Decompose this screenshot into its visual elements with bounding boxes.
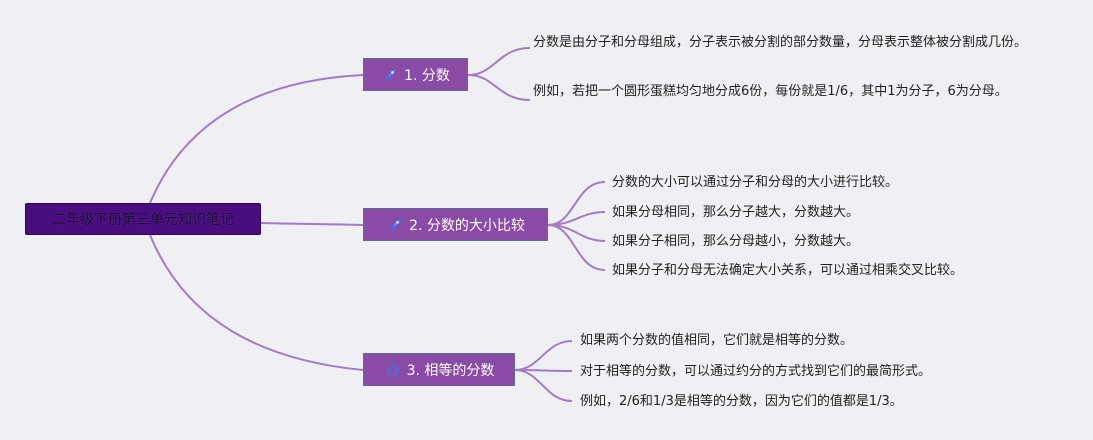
topic-node-3[interactable]: 3. 相等的分数 [363,353,515,386]
leaf-node-2-3[interactable]: 如果分子相同，那么分母越小，分数越大。 [612,234,860,249]
connector-topic-2-leaf-4 [547,224,606,271]
connector-topic-3-leaf-3 [514,369,573,402]
connector-topic-3-leaf-1 [514,340,573,371]
topic-node-3-label: 3. 相等的分数 [406,362,495,379]
leaf-node-3-3[interactable]: 例如，2/6和1/3是相等的分数，因为它们的值都是1/3。 [580,394,903,409]
connector-root-topic-2 [260,222,364,226]
topic-node-1-label: 1. 分数 [404,67,450,84]
connector-topic-1-leaf-1 [467,47,531,76]
root-node[interactable]: 二年级下册第三单元知识笔记 [25,203,261,235]
leaf-node-2-1[interactable]: 分数的大小可以通过分子和分母的大小进行比较。 [612,175,899,190]
topic-node-2[interactable]: 2. 分数的大小比较 [363,208,548,241]
connector-topic-1-leaf-2 [467,74,531,101]
leaf-node-3-2[interactable]: 对于相等的分数，可以通过约分的方式找到它们的最简形式。 [580,364,932,379]
rocket-icon [381,66,399,84]
root-node-label: 二年级下册第三单元知识笔记 [52,212,234,228]
topic-node-1[interactable]: 1. 分数 [363,58,468,91]
connector-root-topic-1 [149,74,364,204]
leaf-node-1-2[interactable]: 例如，若把一个圆形蛋糕均匀地分成6份，每份就是1/6，其中1为分子，6为分母。 [533,84,1008,99]
connector-root-topic-3 [149,234,364,371]
topic-node-2-label: 2. 分数的大小比较 [409,217,525,234]
leaf-node-2-4[interactable]: 如果分子和分母无法确定大小关系，可以通过相乘交叉比较。 [612,263,964,278]
leaf-node-2-2[interactable]: 如果分母相同，那么分子越大，分数越大。 [612,205,860,220]
leaf-node-1-1[interactable]: 分数是由分子和分母组成，分子表示被分割的部分数量，分母表示整体被分割成几份。 [533,35,1028,50]
star-icon [384,361,402,379]
leaf-node-3-1[interactable]: 如果两个分数的值相同，它们就是相等的分数。 [580,333,854,348]
rocket-icon [386,216,404,234]
